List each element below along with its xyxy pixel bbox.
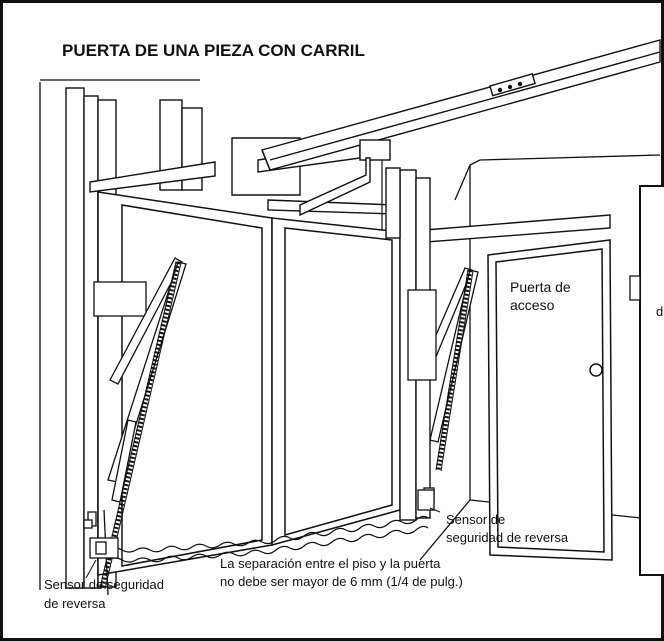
rail: [261, 39, 661, 171]
left-spring: [99, 261, 182, 590]
right-spring: [435, 269, 474, 472]
access-door-label-line2: acceso: [510, 297, 555, 313]
gap-note-line2: no debe ser mayor de 6 mm (1/4 de pulg.): [220, 574, 463, 589]
right-sensor-label-line1: Sensor de: [446, 512, 505, 527]
left-safety-sensor: [89, 537, 119, 559]
inset-fragment-text: d: [656, 304, 663, 319]
safety-beam: [107, 515, 429, 563]
left-sensor-label-line1: Sensor de seguridad: [44, 577, 164, 592]
leader-lines: [85, 507, 441, 579]
door-panel-center: [271, 217, 401, 546]
gap-note-line1: La separación entre el piso y la puerta: [220, 556, 441, 571]
inset-box: [629, 185, 664, 576]
access-door-label-line1: Puerta de: [510, 279, 571, 295]
left-sensor-label-line2: de reversa: [44, 596, 106, 611]
door-panel-left: [97, 191, 273, 576]
door-knob: [589, 363, 603, 377]
right-safety-sensor: [417, 489, 435, 511]
right-sensor-label-line2: seguridad de reversa: [446, 530, 569, 545]
diagram-title: PUERTA DE UNA PIEZA CON CARRIL: [62, 41, 365, 60]
access-door: [487, 239, 613, 561]
